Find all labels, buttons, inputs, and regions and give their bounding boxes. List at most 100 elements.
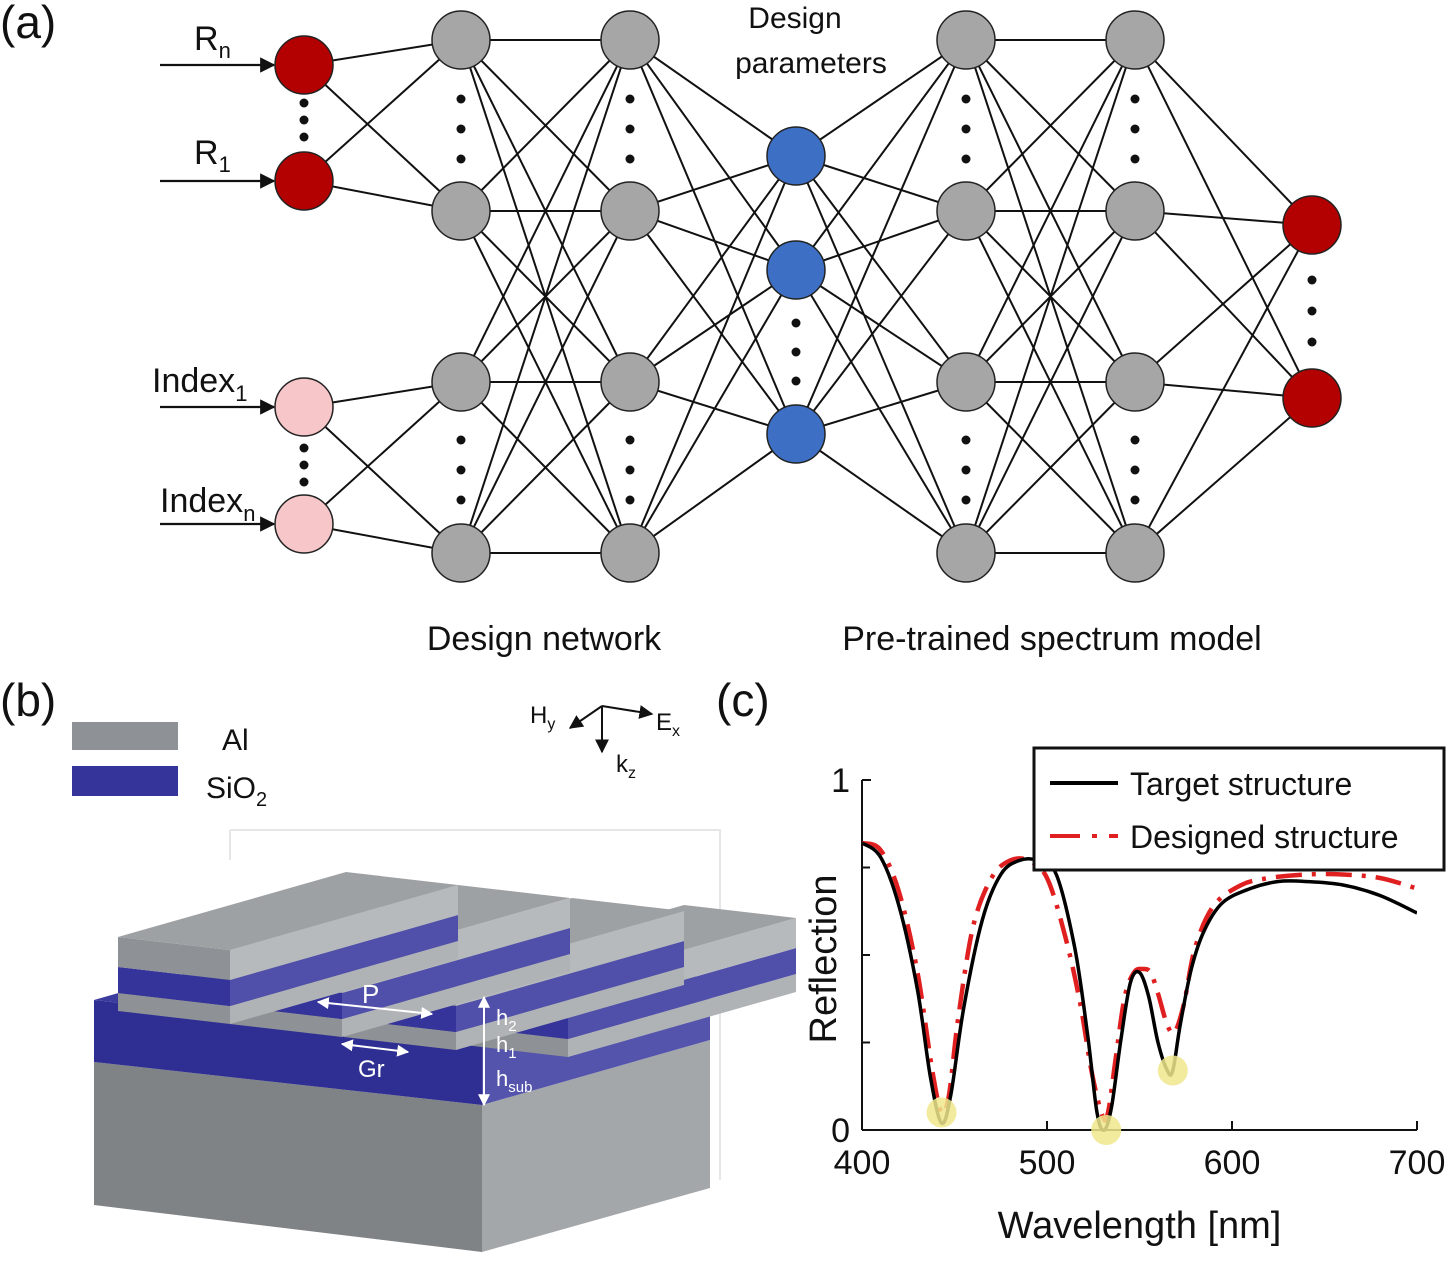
ellipsis-dot — [961, 94, 971, 104]
substrate-right — [482, 1040, 710, 1252]
ellipsis-dot — [1130, 435, 1140, 445]
resonance-marker — [1157, 1055, 1188, 1086]
dim-p-arrow — [316, 997, 434, 1019]
network-edge — [965, 39, 1136, 554]
network-edge — [629, 39, 797, 157]
input-label-r1: R1 — [194, 134, 231, 177]
axis-ex-arrow — [601, 705, 654, 719]
ellipsis-dot — [1307, 275, 1317, 285]
network-edge — [460, 210, 631, 554]
bar-top-face — [118, 872, 458, 950]
sio2-layer-front — [94, 1000, 482, 1105]
design-network-label: Design network — [427, 620, 662, 658]
bar-top-al-side — [230, 885, 458, 980]
design-parameter-node — [766, 404, 826, 464]
network-edge — [303, 64, 462, 212]
design-parameter-node — [766, 126, 826, 186]
network-edge — [460, 39, 631, 383]
ellipsis-dot — [456, 495, 466, 505]
dim-gr-label: Gr — [358, 1056, 385, 1083]
ellipsis-dot — [299, 98, 309, 108]
spectrum-hidden-2-node — [1105, 10, 1165, 70]
design-hidden-2-node — [600, 10, 660, 70]
axis-hy-arrow — [568, 705, 603, 729]
ellipsis-dot — [625, 94, 635, 104]
dim-p-label: P — [362, 979, 379, 1009]
network-edge — [629, 39, 797, 271]
ellipsis-dot — [1130, 124, 1140, 134]
ellipsis-dot — [791, 318, 801, 328]
network-edge — [460, 39, 631, 554]
output-node — [1282, 368, 1342, 428]
network-edge — [303, 381, 462, 525]
ellipsis-dot — [456, 465, 466, 475]
substrate-front — [94, 1062, 482, 1252]
ellipsis-dot — [299, 443, 309, 453]
network-edge — [795, 269, 967, 383]
panel-b: (b) Al SiO2 Hy Ex kz — [0, 674, 796, 1252]
ellipsis-dot — [299, 477, 309, 487]
legend-al-swatch — [72, 722, 178, 750]
spectrum-hidden-1-node — [936, 523, 996, 583]
legend-sio2-swatch — [72, 766, 178, 796]
x-tick-label: 700 — [1389, 1144, 1446, 1182]
y-axis-title: Reflection — [803, 875, 845, 1044]
spectrum-hidden-1-node — [936, 181, 996, 241]
network-edge — [629, 155, 797, 383]
network-edge — [629, 433, 797, 554]
input-arrows — [160, 57, 276, 532]
network-edge — [965, 381, 1136, 554]
y-tick-label: 1 — [831, 762, 850, 800]
network-edge — [629, 269, 797, 554]
ellipsis-dot — [961, 495, 971, 505]
panel-a-label: (a) — [0, 0, 56, 48]
spectrum-hidden-2-node — [1105, 352, 1165, 412]
ellipsis-dot — [961, 465, 971, 475]
axis-kz-label: kz — [616, 751, 636, 782]
network-edge — [795, 210, 967, 271]
network-edge — [795, 155, 967, 212]
ellipsis-dots — [299, 94, 1317, 505]
panel-c-label: (c) — [716, 674, 770, 726]
network-edge — [795, 39, 967, 157]
ellipsis-dot — [625, 465, 635, 475]
plot-area — [862, 840, 1417, 1132]
design-hidden-1-node — [431, 181, 491, 241]
bar-bottom-al-side — [568, 974, 796, 1057]
grating-structure: P Gr h2 h1 hsub — [94, 872, 796, 1252]
input-label-rn: Rn — [194, 20, 231, 63]
bar-sio2-side — [342, 928, 570, 1019]
bar-bottom-al-front — [118, 993, 230, 1024]
design-hidden-1-node — [431, 352, 491, 412]
legend-label-designed: Designed structure — [1130, 819, 1399, 855]
bar-top-al-front — [118, 937, 230, 980]
network-edge — [629, 210, 797, 435]
axis-hy-label: Hy — [530, 702, 555, 733]
ellipsis-dot — [961, 124, 971, 134]
network-edge — [303, 39, 462, 182]
input-node — [274, 377, 334, 437]
network-edge — [795, 155, 967, 554]
output-node — [1282, 195, 1342, 255]
design-parameters-line1: Design — [748, 2, 841, 35]
dim-h2-label: h2 — [496, 1005, 517, 1035]
network-edge — [795, 39, 967, 271]
legend-al-label: Al — [222, 724, 249, 757]
dim-gr-arrow — [340, 1039, 410, 1057]
ellipsis-dot — [299, 460, 309, 470]
ellipsis-dot — [625, 124, 635, 134]
network-edge — [795, 155, 967, 383]
spectrum-hidden-1-node — [936, 352, 996, 412]
panel-b-label: (b) — [0, 674, 56, 726]
network-edge — [629, 39, 797, 435]
series-line-target — [862, 841, 1417, 1132]
legend-sio2-label: SiO2 — [206, 772, 267, 811]
network-edge — [965, 210, 1136, 554]
input-node — [274, 151, 334, 211]
grating-bars — [118, 872, 796, 1057]
network-edge — [629, 155, 797, 554]
ellipsis-dot — [1130, 94, 1140, 104]
